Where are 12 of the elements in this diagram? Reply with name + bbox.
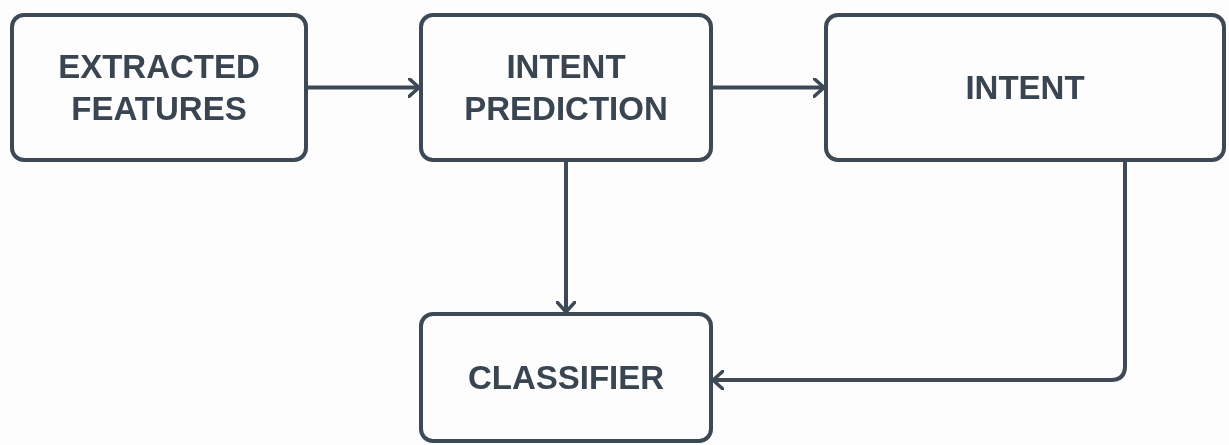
- process-box: [824, 13, 1226, 162]
- process-box: [419, 13, 713, 162]
- arrow: [555, 162, 577, 314]
- arrow: [308, 76, 421, 99]
- arrow: [713, 76, 826, 99]
- process-box: [419, 312, 713, 443]
- process-box: [10, 13, 308, 162]
- box-label: EXTRACTED FEATURES: [57, 46, 261, 129]
- box-label: CLASSIFIER: [467, 357, 665, 398]
- box-label: INTENT PREDICTION: [463, 46, 669, 129]
- box-label: INTENT: [965, 67, 1085, 108]
- arrow: [711, 162, 1127, 391]
